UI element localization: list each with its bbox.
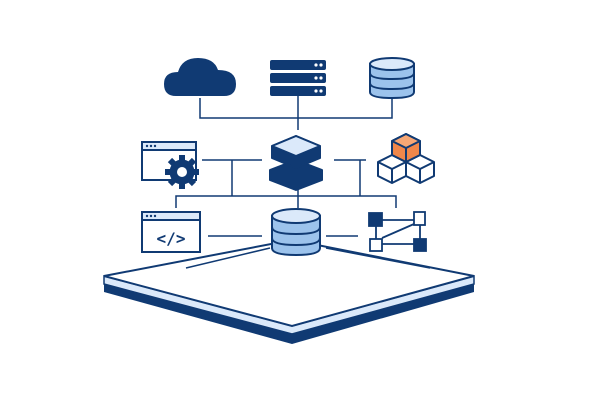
connector-middle-bus — [175, 186, 397, 208]
connector-middle-right — [334, 159, 366, 196]
graph-node — [413, 211, 426, 226]
platform-base-top — [103, 238, 475, 328]
connector-to-platform — [185, 247, 431, 269]
connector-middle-left — [202, 159, 262, 196]
stacked-layers-icon — [269, 135, 323, 191]
gear-icon — [165, 155, 199, 189]
code-window-icon: </> — [141, 211, 201, 253]
central-database-icon — [271, 208, 321, 257]
platform-base — [103, 238, 475, 344]
connector-top-bus — [199, 96, 393, 130]
cloud-icon — [164, 58, 236, 96]
app-settings-window-icon — [141, 141, 199, 189]
graph-node — [368, 212, 383, 227]
server-rack-icon — [270, 60, 326, 96]
cubes-icon — [377, 133, 435, 184]
node-graph-icon — [368, 211, 427, 252]
graph-node — [413, 238, 427, 252]
graph-node — [369, 238, 383, 252]
code-glyph-text: </> — [157, 229, 186, 248]
database-icon — [369, 57, 415, 100]
